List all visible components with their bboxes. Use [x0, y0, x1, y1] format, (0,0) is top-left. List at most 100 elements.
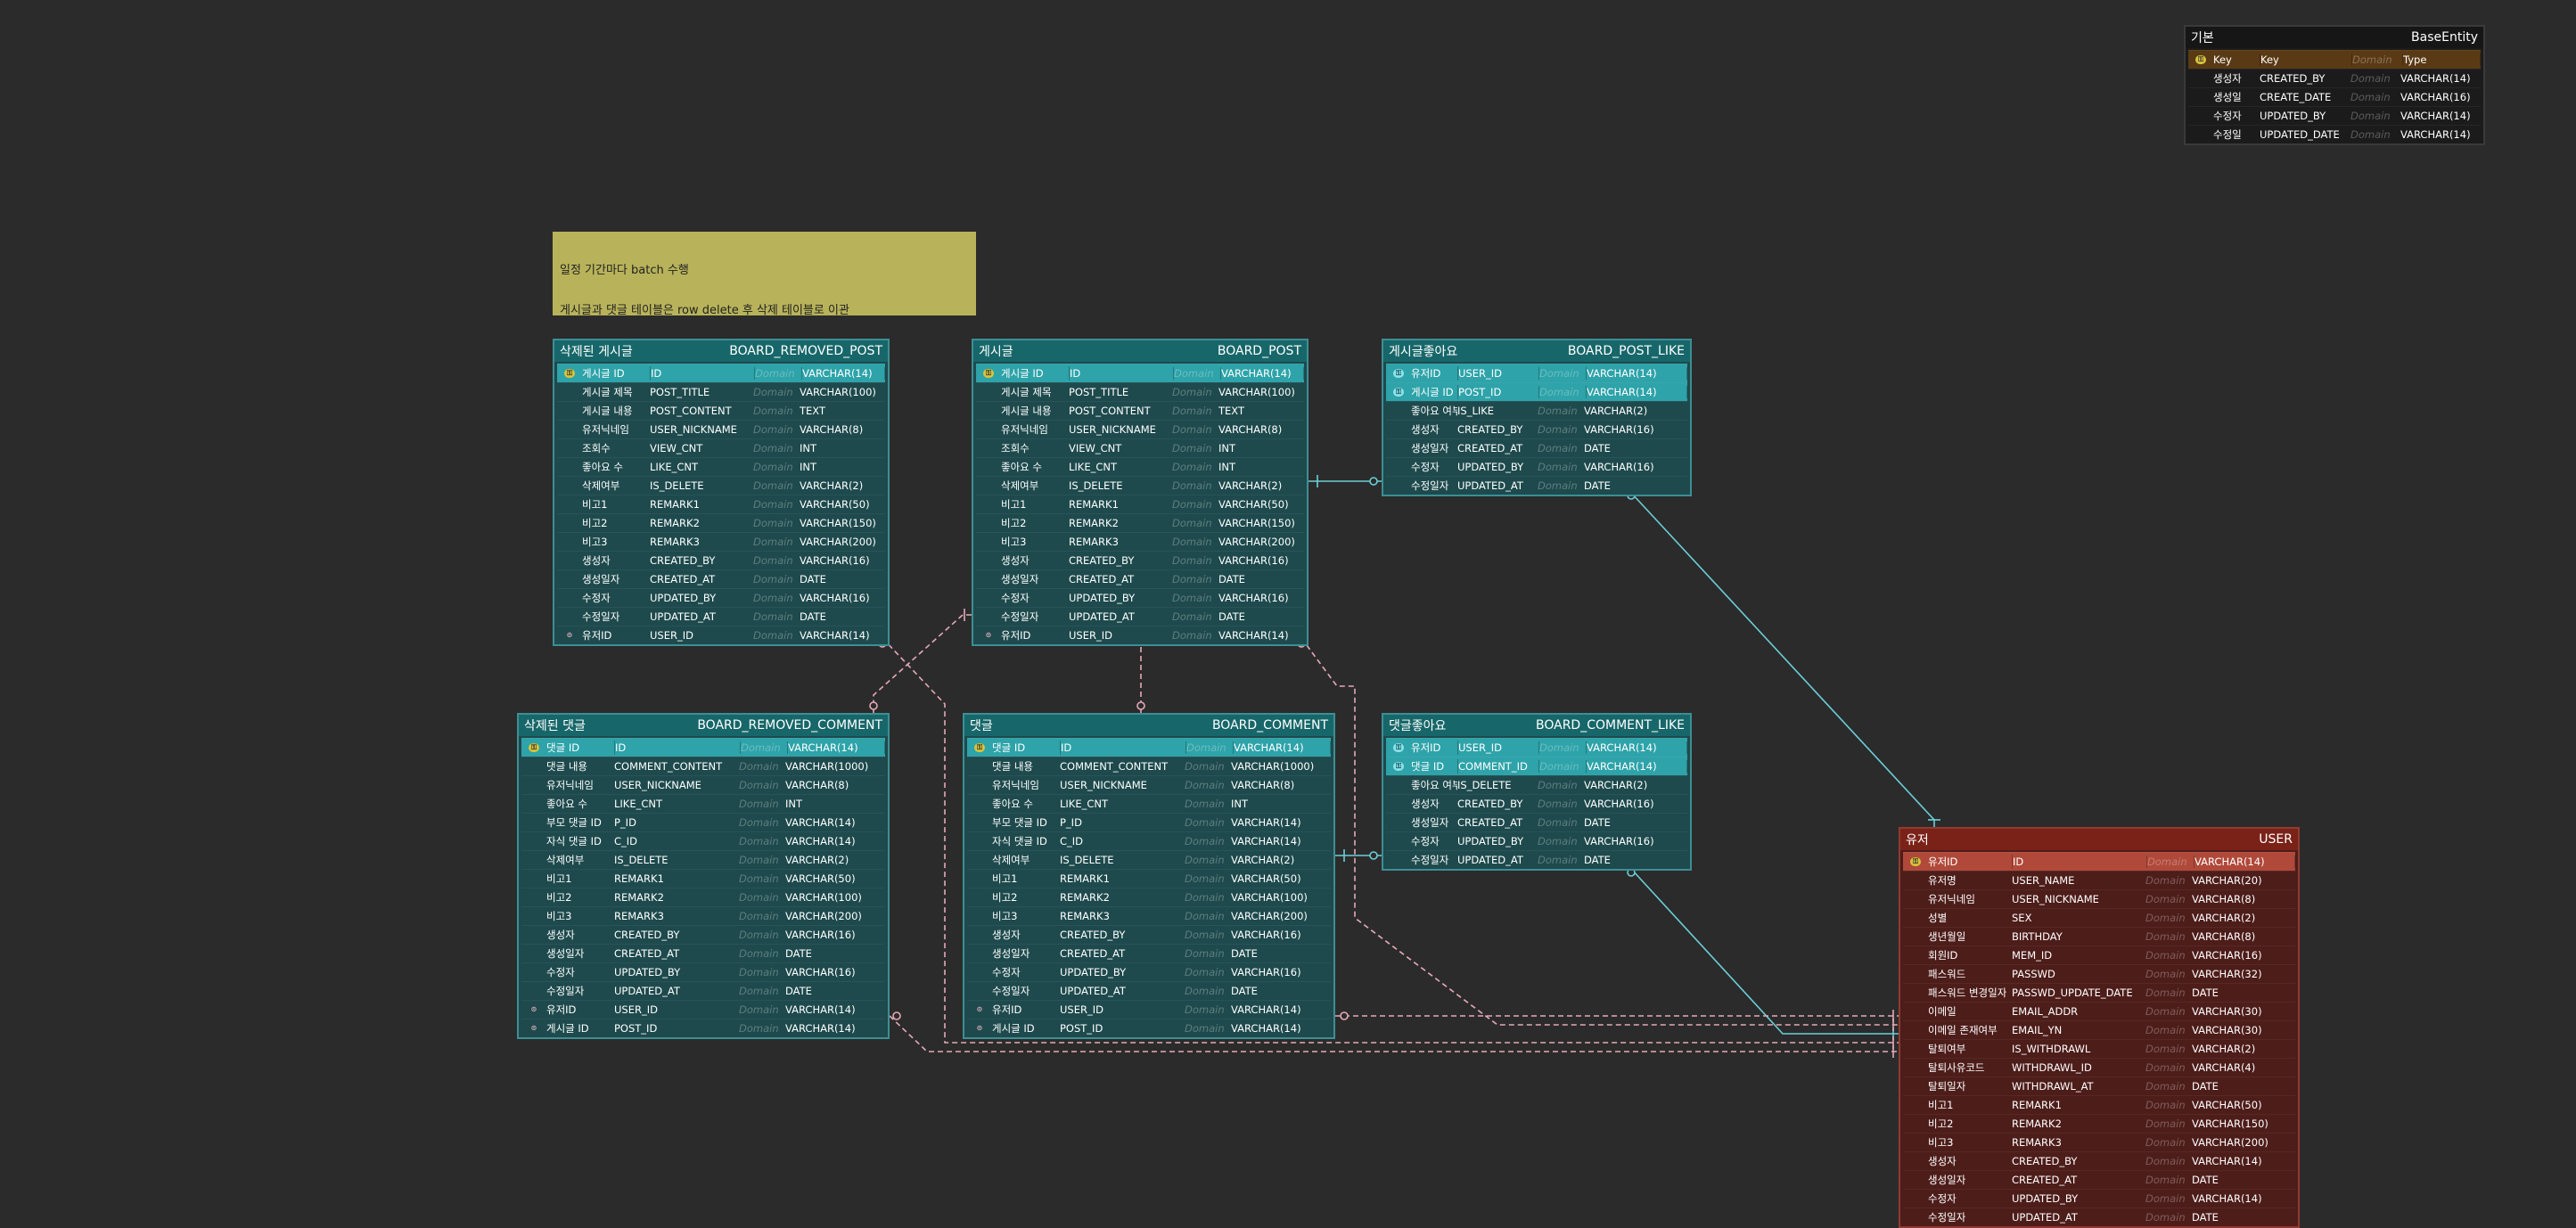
batch-note[interactable]: 일정 기간마다 batch 수행 게시글과 댓글 테이블은 row delete…	[553, 232, 976, 317]
